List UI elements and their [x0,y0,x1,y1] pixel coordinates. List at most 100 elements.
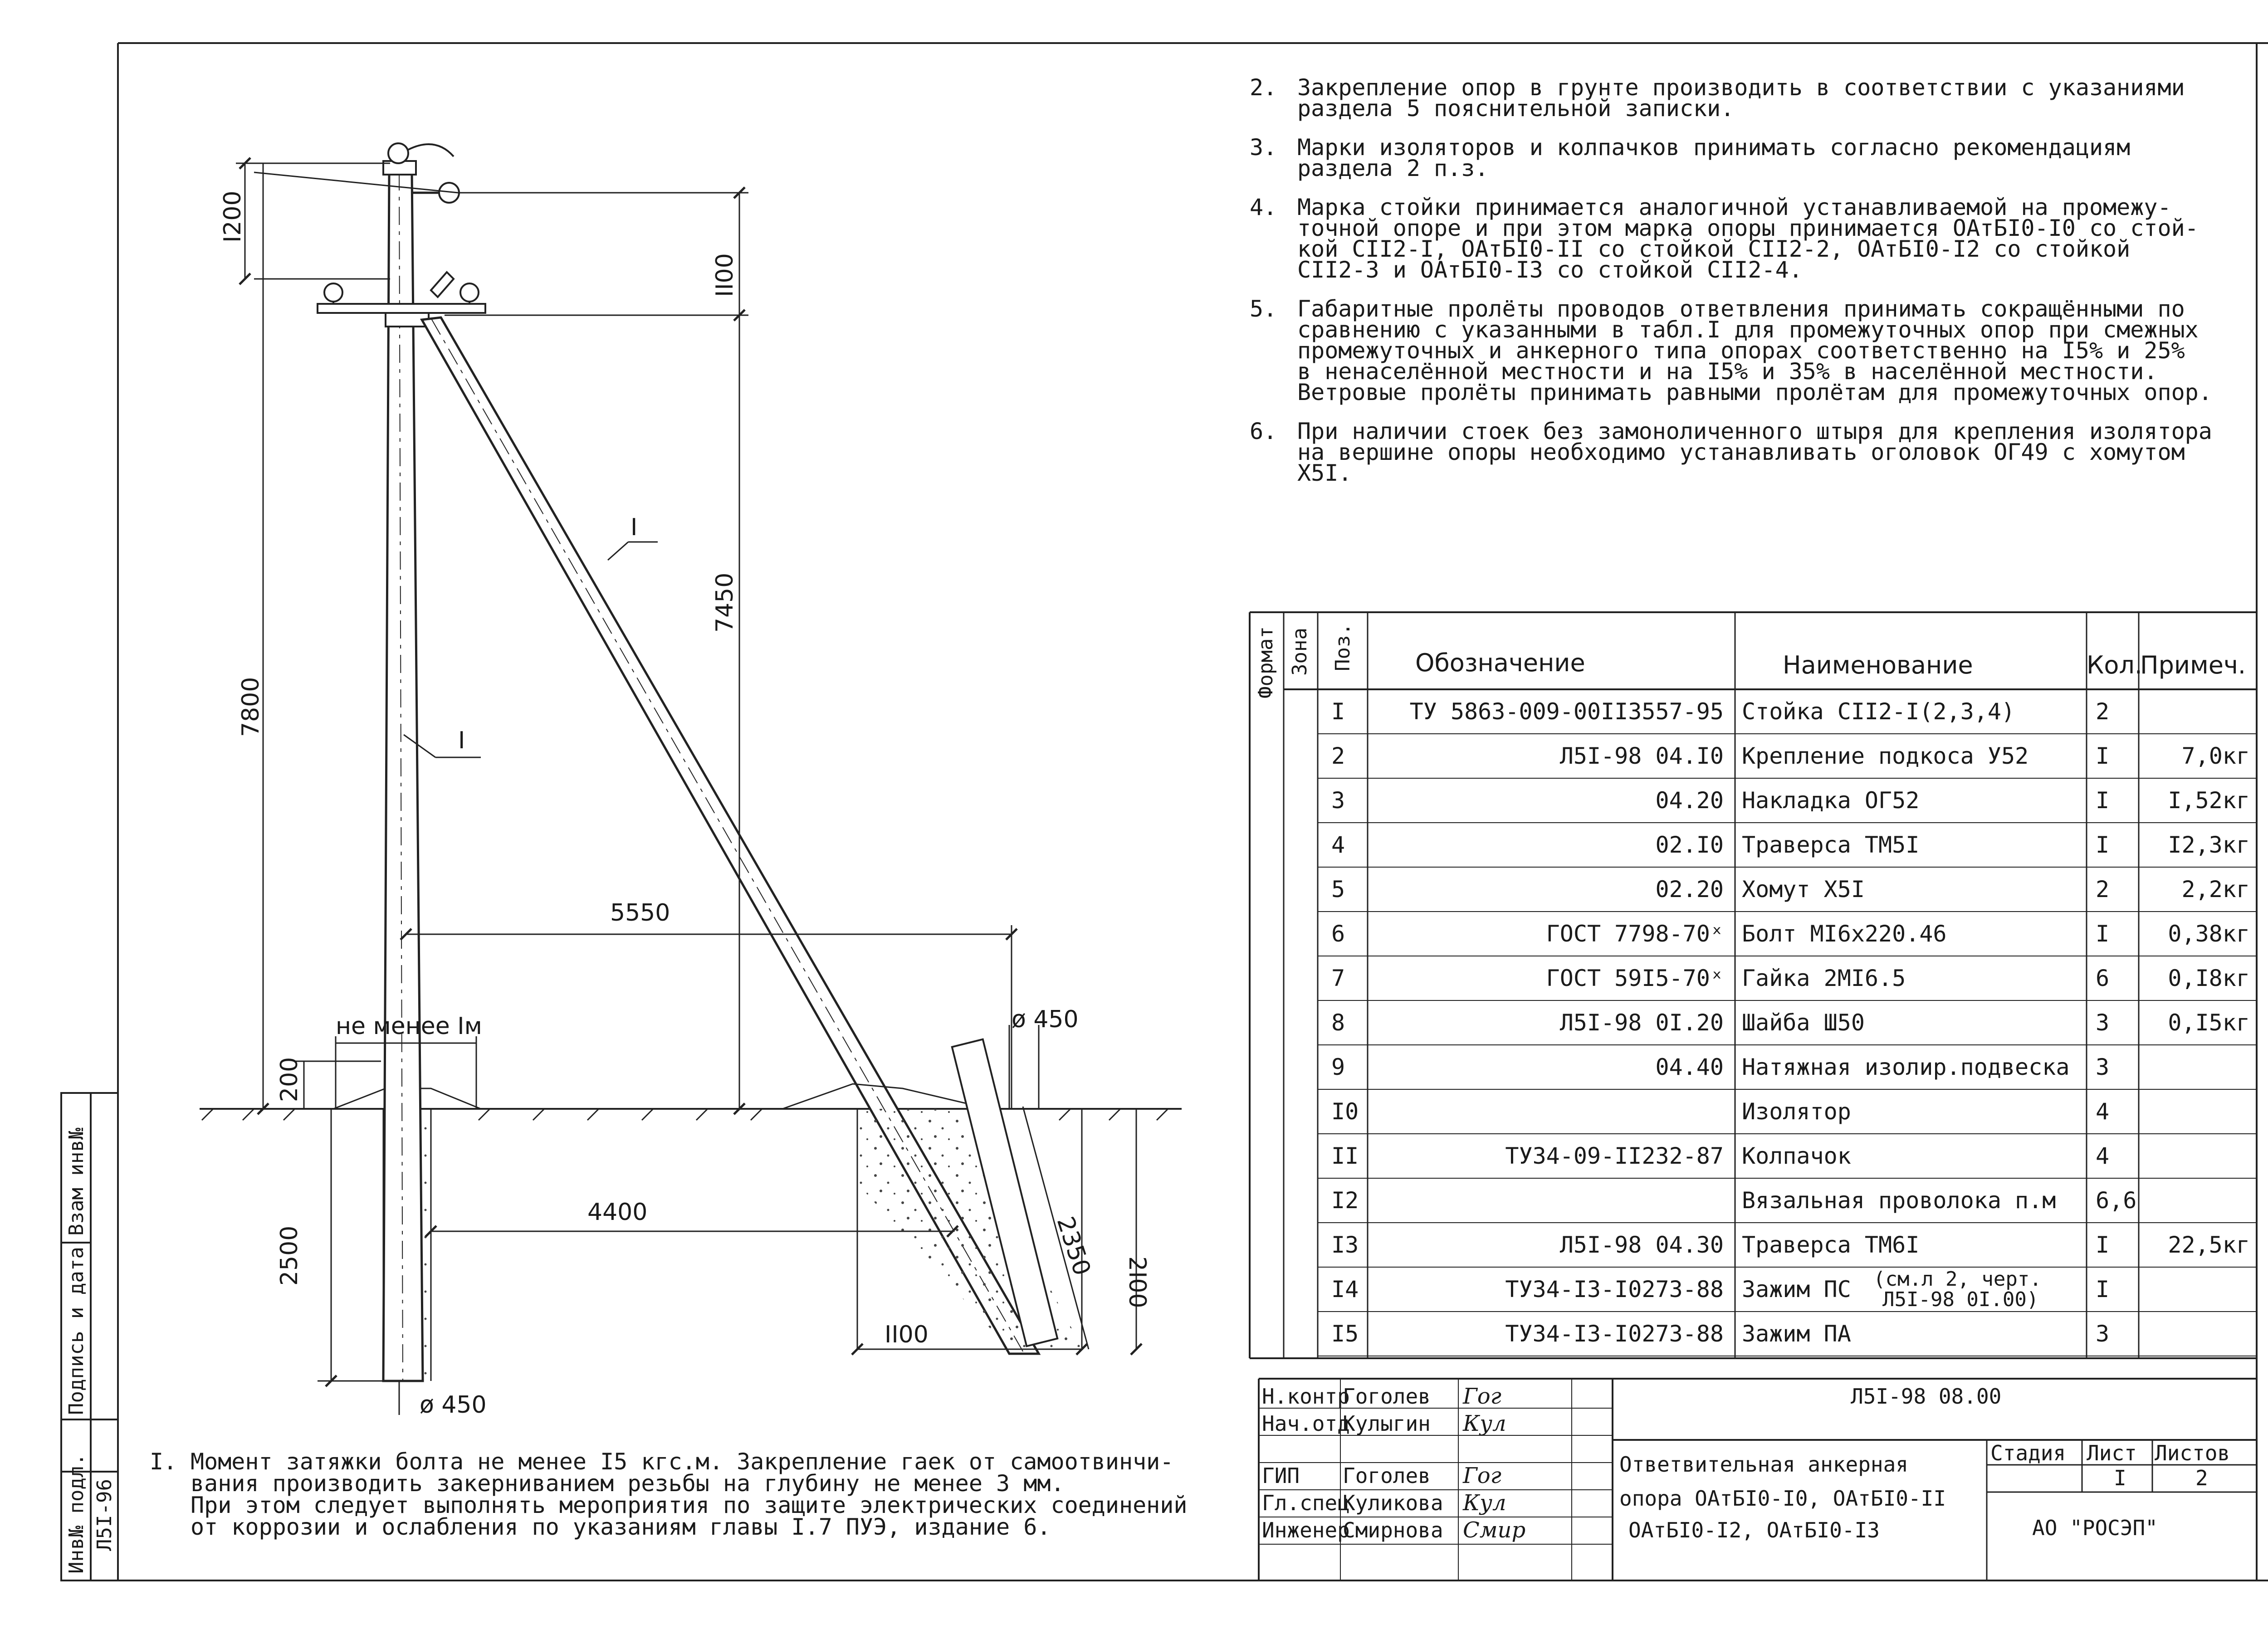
dim-dia-450-strut: ø 450 [1012,1006,1079,1033]
stamp-name: Кулыгин [1343,1411,1431,1436]
table-cell-designation: ГОСТ 7798-70ˣ [1546,921,1724,947]
table-cell-qty: I [2096,787,2109,814]
note-number: I. [150,1449,177,1475]
table-cell-note: 0,I5кг [2168,1010,2250,1036]
table-cell-pos: 8 [1331,1010,1345,1036]
table-cell-name: Вязальная проволока п.м [1742,1187,2056,1214]
table-cell-qty: I [2096,832,2109,858]
note-line: промежуточных и анкерного типа опорах со… [1297,337,2185,364]
table-cell-designation: ГОСТ 59I5-70ˣ [1546,965,1724,991]
table-cell-designation: 04.40 [1655,1054,1724,1080]
table-cell-pos: I3 [1331,1232,1359,1258]
th-note: Примеч. [2140,651,2246,679]
note-line: кой СII2-I, ОАтБI0-II со стойкой СII2-2,… [1297,236,2130,262]
callout-pole: I [458,727,465,754]
table-cell-qty: I [2096,921,2109,947]
dimension-lines [236,162,1137,1415]
note-line: вания производить закерниванием резьбы н… [191,1470,1065,1497]
table-cell-qty: 6,6 [2096,1187,2136,1214]
pole-drawing [200,142,1182,1382]
stamp-doc-code: Л5I-98 08.00 [1851,1384,2001,1409]
stamp-stage-label: Стадия [1990,1441,2066,1465]
note-line: на вершине опоры необходимо устанавливат… [1297,439,2185,465]
dim-2350: 2350 [1051,1213,1096,1278]
stamp-sheet: I [2114,1466,2126,1490]
table-cell-pos: 6 [1331,921,1345,947]
table-cell-pos: I [1331,698,1345,725]
stamp-title-line2: опора ОАтБI0-I0, ОАтБI0-II [1619,1486,1946,1511]
table-cell-note: 2,2кг [2181,876,2250,902]
table-cell-qty: 2 [2096,698,2109,725]
dim-1100-top: II00 [711,253,738,297]
table-cell-name: Натяжная изолир.подвеска [1742,1054,2069,1080]
dim-5550: 5550 [610,899,670,927]
note-line: СII2-3 и ОАтБI0-I3 со стойкой СII2-4. [1297,257,1803,283]
note-line: в ненаселённой местности и на I5% и 35% … [1297,358,2157,385]
dim-1100-bottom: II00 [885,1321,929,1348]
table-cell-qty: 3 [2096,1010,2109,1036]
table-cell-name: Изолятор [1742,1098,1851,1125]
note-number: 6. [1250,418,1277,444]
side-stamp-inv-repl: Взам инв№ [65,1127,88,1236]
note-line: Закрепление опор в грунте производить в … [1297,74,2185,101]
row15-ref-line2: Л5I-98 0I.00) [1882,1288,2038,1311]
dimension-ticks [239,157,1143,1387]
stamp-title-line3: ОАтБI0-I2, ОАтБI0-I3 [1628,1518,1880,1542]
table-cell-note: 7,0кг [2181,743,2250,769]
note-number: 3. [1250,134,1277,161]
stamp-role: Гл.спец [1262,1491,1350,1515]
table-cell-qty: I [2096,1232,2109,1258]
dim-2100: 2I00 [1124,1256,1151,1308]
callout-strut: I [631,514,637,541]
table-cell-name: Траверса ТМ6I [1742,1232,1919,1258]
stamp-signature: Гог [1462,1463,1501,1488]
stamp-signature: Кул [1462,1490,1506,1516]
spec-table [1249,611,2257,1359]
table-cell-pos: 4 [1331,832,1345,858]
stamp-sheet-label: Лист [2087,1441,2137,1465]
th-name: Наименование [1783,651,1973,679]
table-cell-qty: 3 [2096,1054,2109,1080]
anchor-plate [951,1038,1059,1347]
table-cell-name: Крепление подкоса У52 [1742,743,2028,769]
table-cell-designation: ТУ34-I3-I0273-88 [1505,1321,1724,1347]
note-line: Габаритные пролёты проводов ответвления … [1297,296,2185,322]
table-cell-note: 22,5кг [2168,1232,2250,1258]
stamp-role: ГИП [1262,1463,1300,1488]
note-line: от коррозии и ослабления по указаниям гл… [191,1514,1051,1540]
table-cell-pos: II [1331,1143,1359,1169]
table-cell-designation: ТУ 5863-009-00II3557-95 [1410,698,1724,725]
table-cell-pos: 7 [1331,965,1345,991]
note-line: Ветровые пролёты принимать равными пролё… [1297,379,2212,405]
row15-ref-line1: (см.л 2, черт. [1873,1268,2042,1291]
stamp-title-line1: Ответвительная анкерная [1619,1452,1908,1477]
side-stamp-code: Л5I-96 [93,1479,116,1551]
dim-1200: I200 [219,190,246,243]
main-pole [382,171,424,1382]
table-cell-designation: 02.I0 [1655,832,1724,858]
table-cell-name: Зажим ПА [1742,1321,1851,1347]
table-cell-designation: 04.20 [1655,787,1724,814]
side-stamp [60,1092,119,1581]
strut [420,316,1041,1355]
table-cell-name: Колпачок [1742,1143,1851,1169]
note-line: При этом следует выполнять мероприятия п… [191,1492,1188,1518]
table-cell-pos: 2 [1331,743,1345,769]
stamp-sheets-label: Листов [2155,1441,2230,1465]
stamp-name: Куликова [1343,1491,1443,1515]
table-cell-pos: I0 [1331,1098,1359,1125]
table-cell-pos: 9 [1331,1054,1345,1080]
table-cell-qty: 6 [2096,965,2109,991]
table-cell-pos: I5 [1331,1321,1359,1347]
table-cell-name: Гайка 2МI6.5 [1742,965,1906,991]
stamp-name: Гоголев [1343,1463,1431,1488]
dim-7800: 7800 [237,677,264,737]
table-cell-qty: I [2096,743,2109,769]
table-cell-qty: 2 [2096,876,2109,902]
table-cell-name: Хомут Х5I [1742,876,1865,902]
table-cell-name: Зажим ПС [1742,1276,1851,1302]
th-designation: Обозначение [1415,649,1585,677]
stamp-signature: Смир [1463,1517,1525,1543]
